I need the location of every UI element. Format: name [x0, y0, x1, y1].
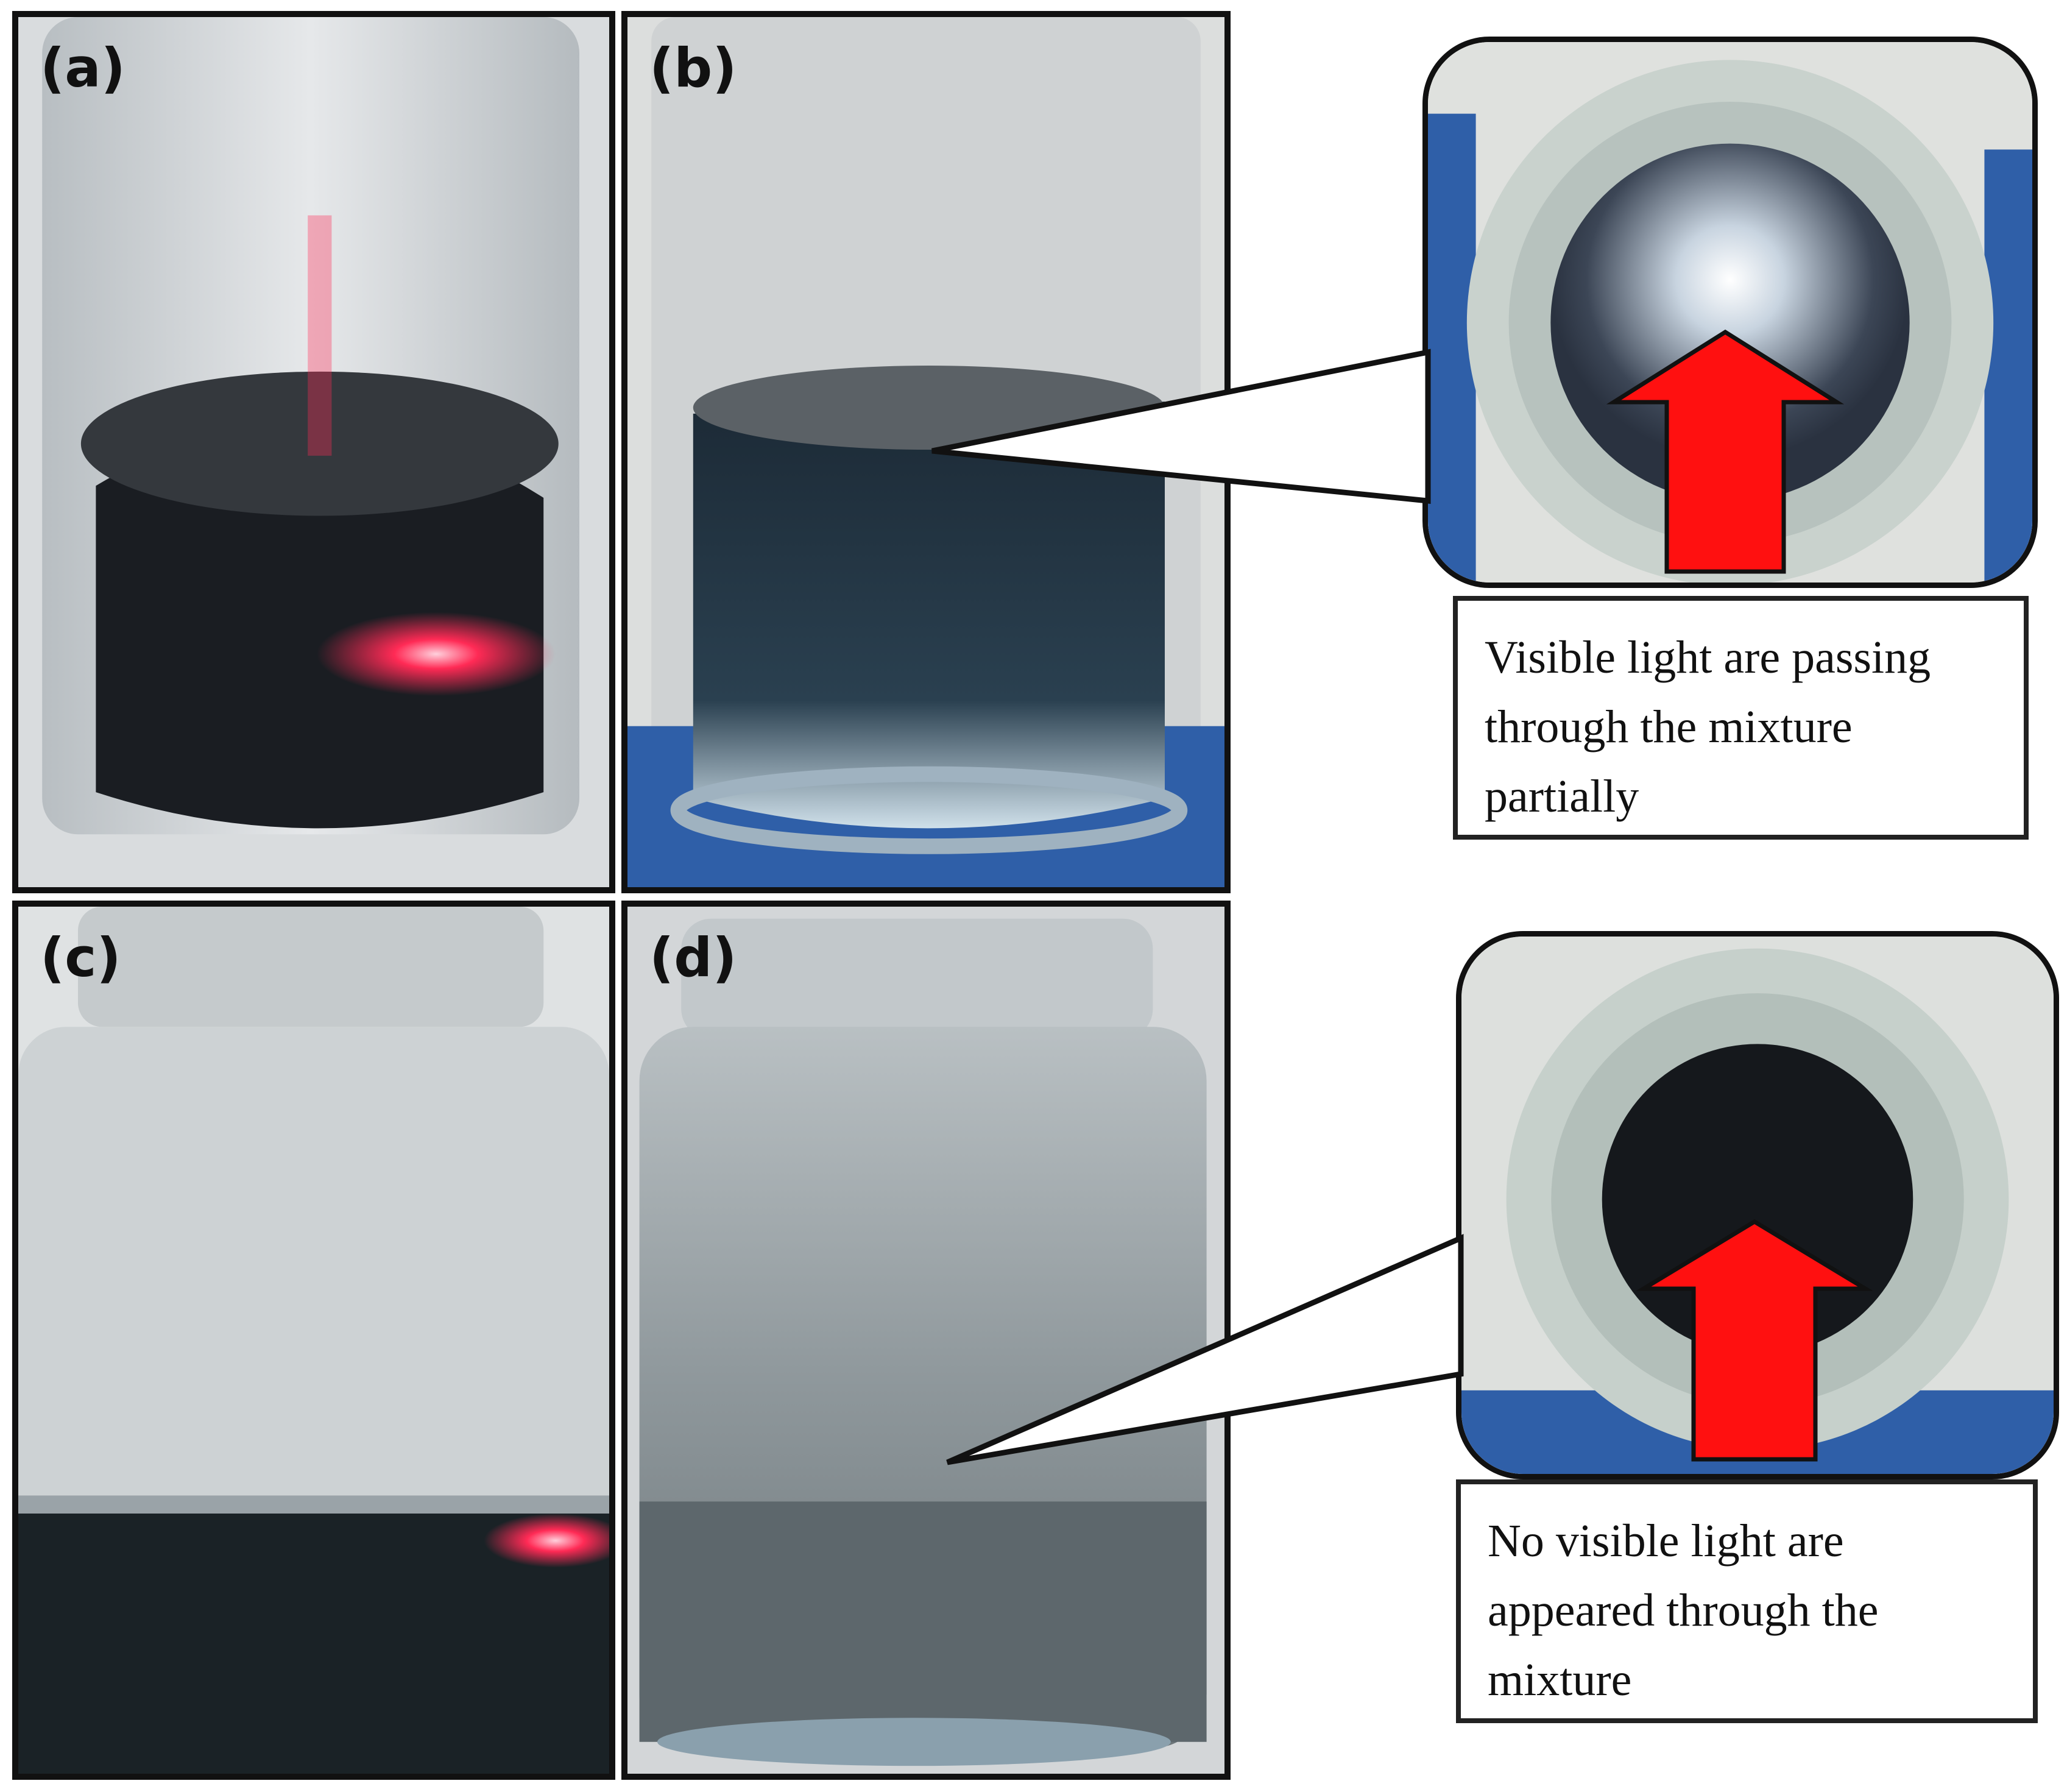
- caption-bottom: No visible light are appeared through th…: [1456, 1479, 2038, 1723]
- caption-top: Visible light are passing through the mi…: [1453, 596, 2029, 840]
- panel-label-c: (c): [40, 926, 121, 989]
- panel-label-b: (b): [649, 37, 737, 99]
- photo-panel-d: (d): [621, 901, 1231, 1780]
- panel-label-d: (d): [649, 926, 737, 989]
- inset-b-photo: [1428, 42, 2032, 583]
- panel-label-a: (a): [40, 37, 125, 99]
- inset-top-view-b: [1422, 37, 2038, 588]
- photo-panel-b: (b): [621, 11, 1231, 893]
- vial-b-photo: [627, 17, 1224, 887]
- inset-d-photo: [1461, 937, 2054, 1474]
- jar-d-photo: [627, 907, 1224, 1774]
- vial-a-photo: [18, 17, 609, 887]
- photo-panel-a: (a): [12, 11, 615, 893]
- jar-c-photo: [18, 907, 609, 1774]
- inset-top-view-d: [1456, 931, 2059, 1479]
- photo-panel-c: (c): [12, 901, 615, 1780]
